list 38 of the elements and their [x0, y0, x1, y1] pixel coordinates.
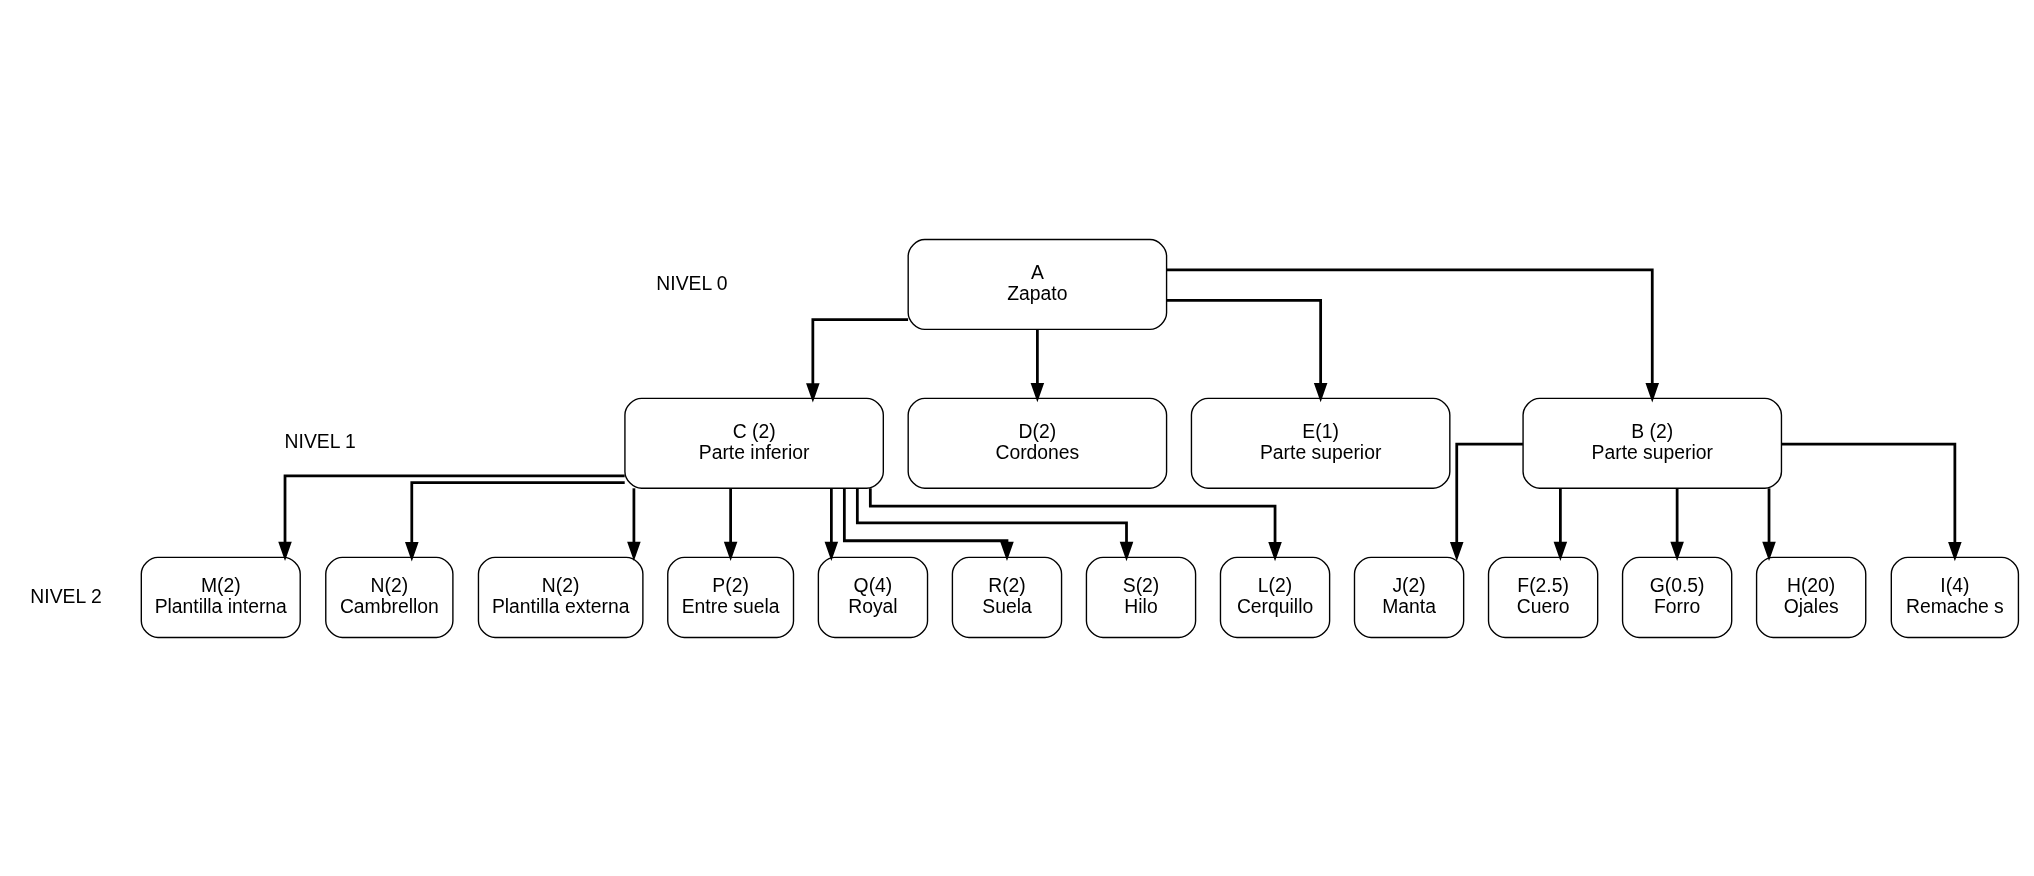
- node-box: A Zapato: [907, 238, 1168, 330]
- arrow: [627, 487, 641, 561]
- arrow: [806, 317, 909, 403]
- arrow: [405, 480, 625, 561]
- node-box: F(2.5) Cuero: [1487, 556, 1599, 638]
- arrow: [1781, 442, 1962, 561]
- arrow: [723, 487, 738, 561]
- node-box: J(2) Manta: [1353, 556, 1465, 638]
- arrow: [824, 487, 839, 561]
- node-box: N(2) Cambrellon: [325, 556, 454, 638]
- arrow: [1553, 487, 1568, 561]
- arrow: [1449, 442, 1523, 561]
- arrow: [1030, 329, 1045, 402]
- node-box: I(4) Remache s: [1890, 556, 2020, 638]
- node-box: G(0.5) Forro: [1621, 556, 1733, 638]
- node-box: N(2) Plantilla externa: [477, 556, 644, 638]
- node-box: S(2) Hilo: [1085, 556, 1197, 638]
- node-box: Q(4) Royal: [817, 556, 929, 638]
- node-box: H(20) Ojales: [1755, 556, 1867, 638]
- node-box: D(2) Cordones: [907, 397, 1168, 489]
- node-box: R(2) Suela: [951, 556, 1063, 638]
- node-box: M(2) Plantilla interna: [140, 556, 301, 638]
- node-box: B (2) Parte superior: [1522, 397, 1783, 489]
- arrow: [278, 473, 625, 561]
- arrow: [1166, 268, 1660, 402]
- arrow: [842, 488, 1014, 561]
- arrow: [1762, 487, 1776, 561]
- arrow: [855, 488, 1134, 561]
- node-box: P(2) Entre suela: [667, 556, 795, 638]
- node-box: C (2) Parte inferior: [624, 397, 884, 489]
- node-box: L(2) Cerquillo: [1219, 556, 1331, 638]
- arrow: [1670, 487, 1684, 561]
- arrow: [868, 487, 1282, 561]
- node-box: E(1) Parte superior: [1190, 397, 1451, 489]
- label: NIVEL 1: [284, 429, 356, 452]
- label: NIVEL 2: [30, 584, 102, 607]
- arrow: [1166, 298, 1328, 402]
- label: NIVEL 0: [656, 271, 728, 294]
